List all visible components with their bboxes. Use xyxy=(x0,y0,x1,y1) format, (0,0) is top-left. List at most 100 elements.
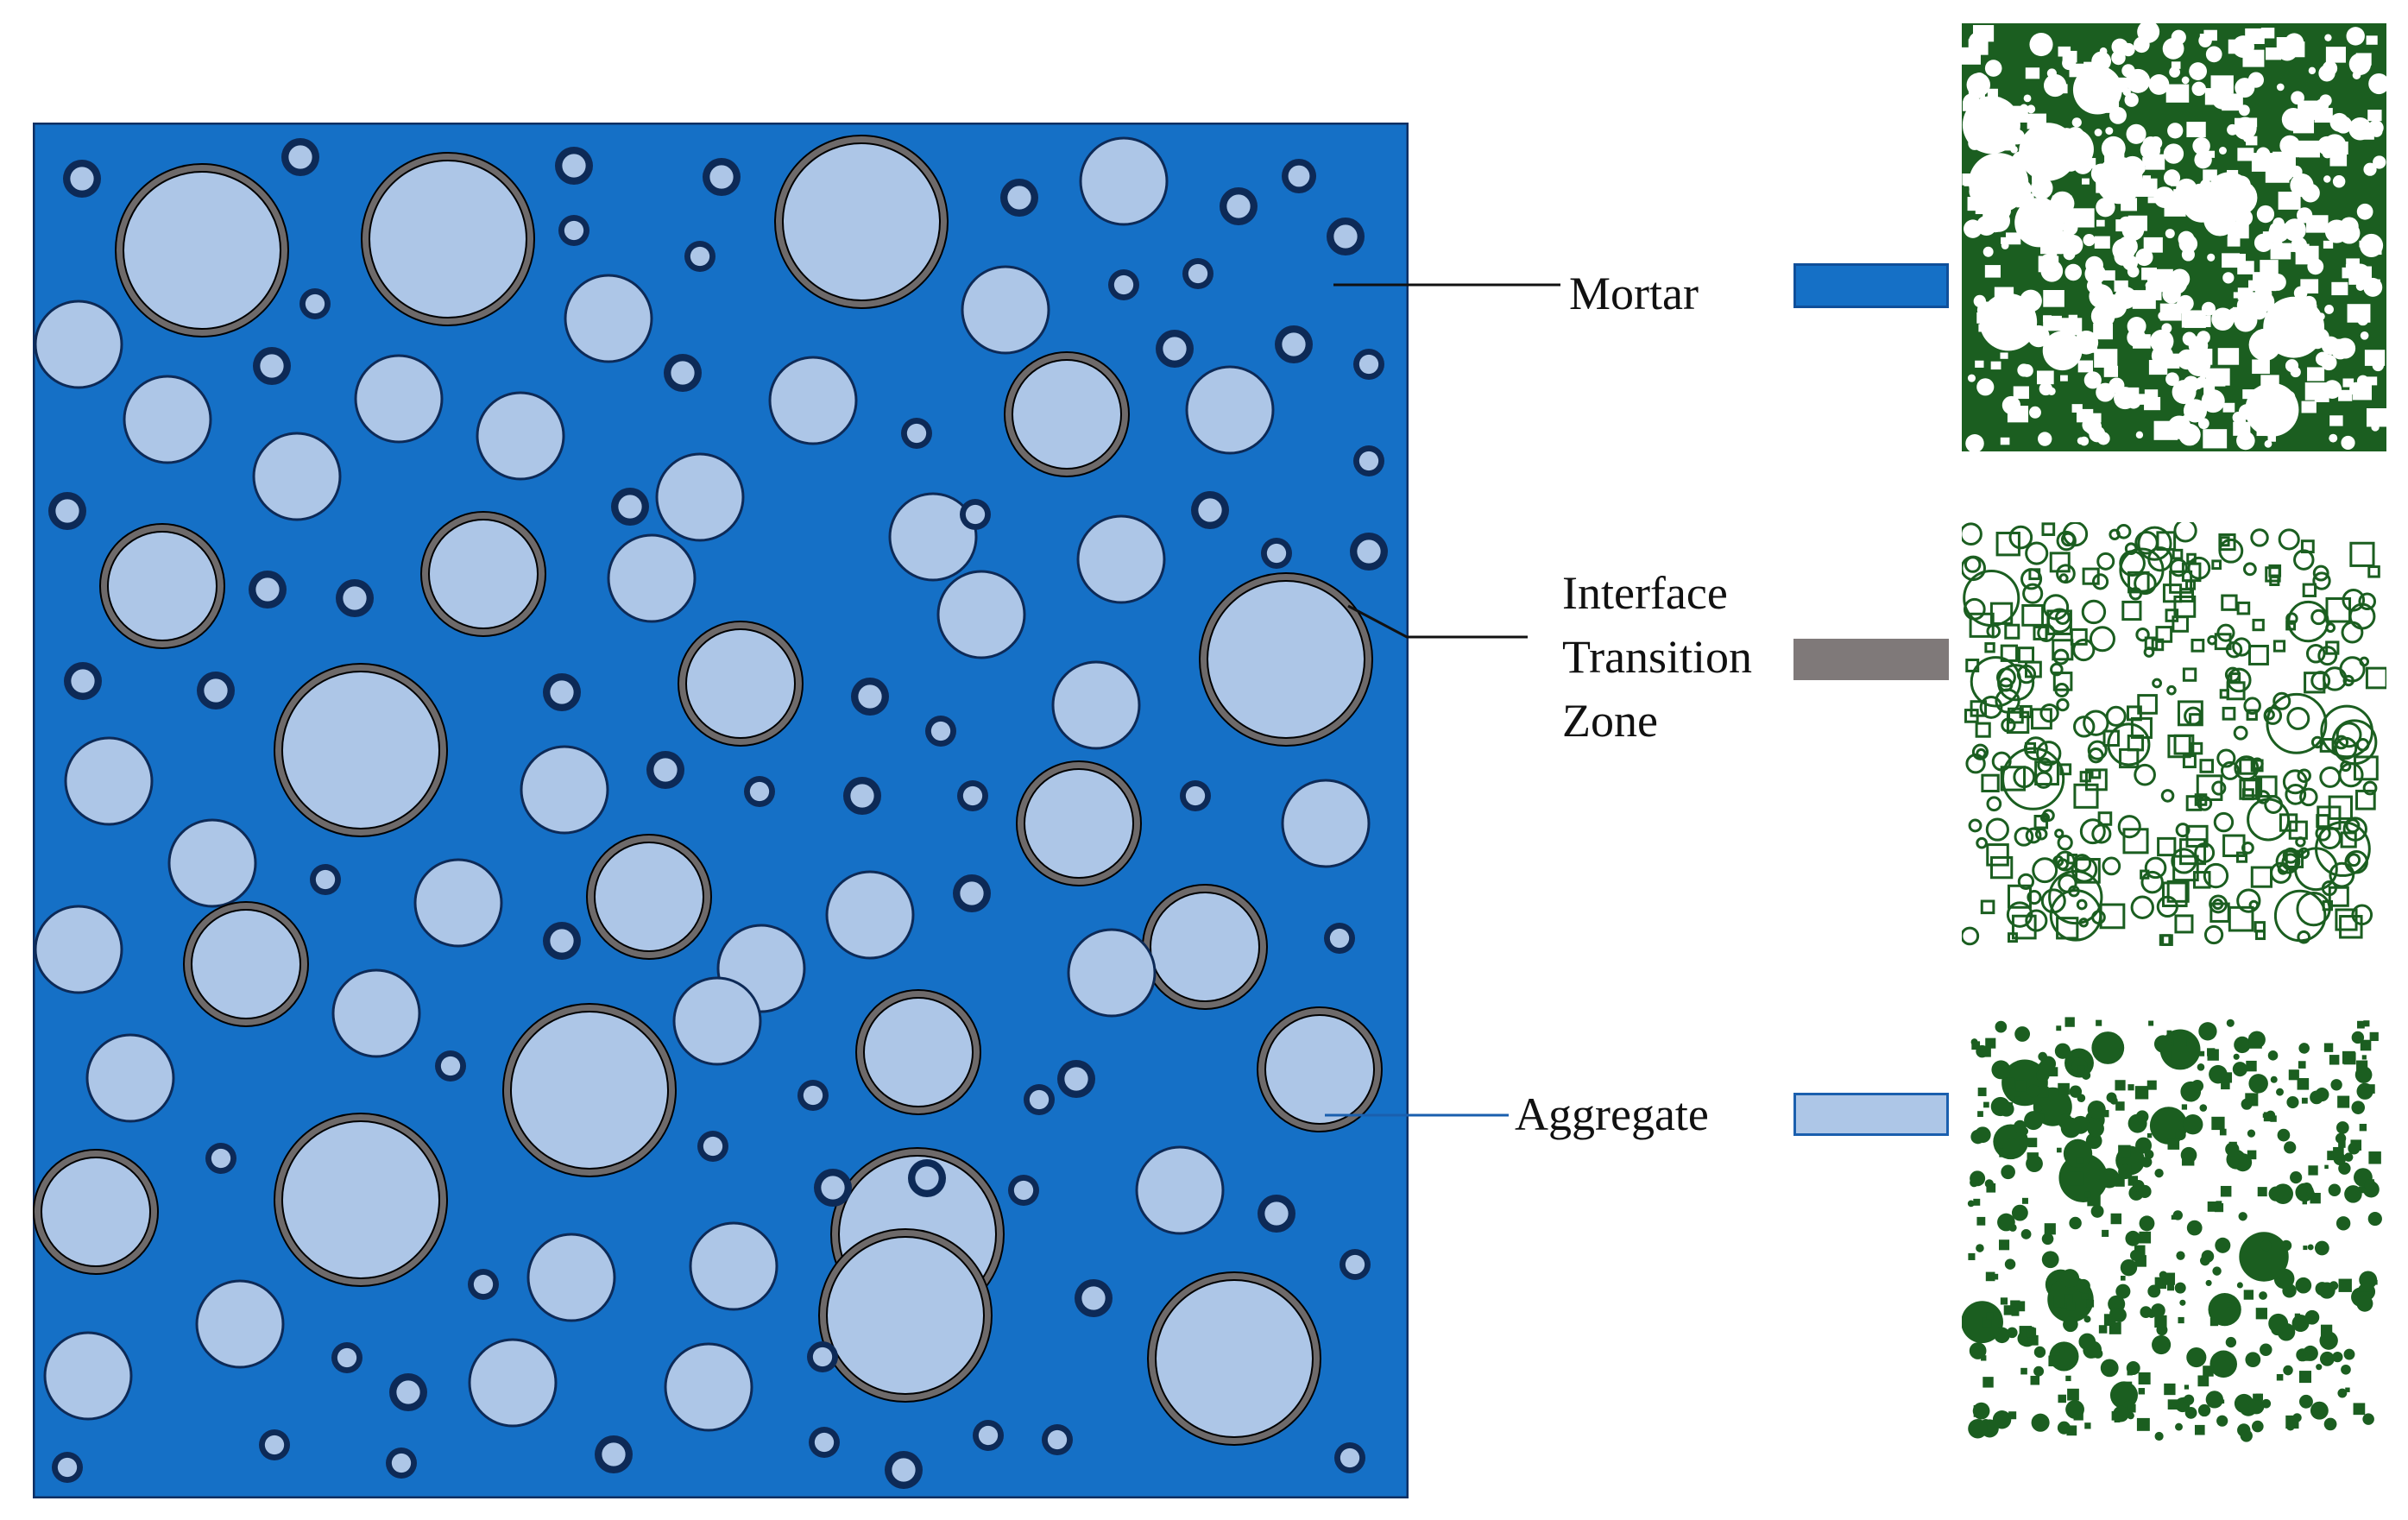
mesh-particle xyxy=(2041,1233,2054,1246)
mesh-hole xyxy=(2167,123,2184,139)
small-aggregate-particle xyxy=(1357,539,1381,564)
mesh-particle xyxy=(2234,1036,2251,1054)
mesh-ring xyxy=(2122,828,2149,855)
small-aggregate-particle xyxy=(1047,1429,1068,1450)
mesh-ring xyxy=(2169,570,2193,594)
aggregate-particle xyxy=(123,171,281,330)
particle xyxy=(195,1279,285,1369)
mesh-hole xyxy=(2135,431,2144,439)
itz-mesh-rings xyxy=(1962,522,2386,946)
mesh-particle xyxy=(2176,1251,2185,1260)
mesh-particle xyxy=(2148,1020,2154,1026)
mesh-hole xyxy=(2042,331,2083,371)
mesh-particle xyxy=(2138,1372,2151,1384)
small-aggregate-particle xyxy=(906,423,927,444)
mesh-particle xyxy=(1976,1216,1986,1226)
mesh-hole xyxy=(2237,287,2254,300)
mesh-hole xyxy=(2090,413,2102,423)
mesh-ring xyxy=(2275,848,2301,874)
mesh-hole xyxy=(2027,325,2050,348)
mesh-hole xyxy=(2111,38,2128,55)
aggregate-particle xyxy=(85,1033,175,1123)
mesh-particle xyxy=(2316,1364,2323,1371)
mesh-hole xyxy=(2251,153,2276,172)
mesh-particle xyxy=(2295,1277,2312,1294)
mesh-ring xyxy=(2255,790,2271,804)
mesh-hole xyxy=(2371,423,2380,432)
mesh-particle xyxy=(2343,1152,2354,1162)
aggregate-particle xyxy=(961,265,1050,355)
mesh-ring xyxy=(1980,899,1995,915)
mesh-particle xyxy=(2109,1096,2118,1105)
small-aggregate-particle xyxy=(1329,928,1350,949)
mesh-hole xyxy=(2307,367,2325,382)
mesh-particle xyxy=(2323,1043,2334,1052)
mesh-hole xyxy=(1987,88,1998,98)
aggregate-particle xyxy=(41,1157,151,1267)
mesh-particle xyxy=(2037,1086,2049,1098)
mesh-particle xyxy=(2324,1164,2329,1170)
mesh-particle xyxy=(2115,1283,2131,1299)
mesh-hole xyxy=(2094,349,2118,368)
mesh-particle xyxy=(2215,1237,2231,1253)
mesh-particle xyxy=(2294,1313,2301,1319)
particle xyxy=(310,864,341,895)
mesh-ring xyxy=(2216,748,2236,768)
mesh-hole xyxy=(2142,136,2159,154)
mesh-hole xyxy=(1975,199,1995,215)
mesh-hole xyxy=(2321,354,2337,371)
particle xyxy=(768,356,858,445)
mesh-hole xyxy=(2008,313,2020,323)
particle xyxy=(48,492,86,530)
mesh-hole xyxy=(2359,240,2367,248)
mesh-particle xyxy=(2077,1094,2086,1103)
mesh-particle xyxy=(2134,1086,2149,1100)
aggregate-particle xyxy=(34,905,123,994)
mesh-ring xyxy=(2221,594,2238,611)
particle xyxy=(1281,779,1371,868)
mesh-particle xyxy=(2127,1403,2136,1413)
mesh-ring xyxy=(2172,855,2199,882)
mesh-ring xyxy=(2247,644,2269,665)
mesh-hole xyxy=(2272,407,2293,428)
mesh-ring xyxy=(2040,888,2066,914)
mesh-hole xyxy=(2222,253,2241,268)
mesh-hole xyxy=(2272,304,2291,319)
mesh-hole xyxy=(2134,178,2158,197)
mesh-hole xyxy=(2109,106,2127,124)
mesh-particle xyxy=(2110,1213,2122,1225)
particle-layer xyxy=(33,135,1388,1489)
aggregate-particle xyxy=(607,533,697,623)
mesh-particle xyxy=(2020,1367,2027,1375)
mesh-hole xyxy=(2242,389,2255,400)
mesh-hole xyxy=(2071,404,2083,413)
mesh-particle xyxy=(2021,1197,2028,1204)
small-aggregate-particle xyxy=(1081,1286,1106,1310)
mesh-ring xyxy=(2254,921,2266,933)
mesh-ring xyxy=(2161,881,2188,908)
mesh-ring xyxy=(2119,550,2146,577)
particle xyxy=(252,432,342,521)
mesh-particle xyxy=(2003,1305,2014,1315)
mesh-hole xyxy=(2192,136,2210,155)
mesh-particle xyxy=(2060,1269,2080,1288)
mesh-particle xyxy=(2154,1431,2164,1441)
mesh-ring xyxy=(2025,909,2048,932)
mesh-hole xyxy=(2197,418,2209,430)
mesh-particle xyxy=(2343,1348,2355,1360)
mesh-hole xyxy=(2144,396,2161,411)
mesh-ring xyxy=(2000,644,2019,662)
small-aggregate-particle xyxy=(690,246,710,267)
mesh-hole xyxy=(2201,389,2225,413)
small-aggregate-particle xyxy=(264,1435,285,1455)
mesh-hole xyxy=(2272,239,2284,251)
mesh-particle xyxy=(2127,1176,2139,1186)
mesh-hole xyxy=(1994,139,2007,152)
mesh-hole xyxy=(2237,148,2254,161)
mesh-particle xyxy=(2226,1019,2235,1027)
mesh-particle xyxy=(2310,1401,2329,1420)
mesh-ring xyxy=(2090,768,2102,779)
mesh-hole xyxy=(2083,234,2096,247)
mesh-particle xyxy=(2127,1381,2133,1387)
